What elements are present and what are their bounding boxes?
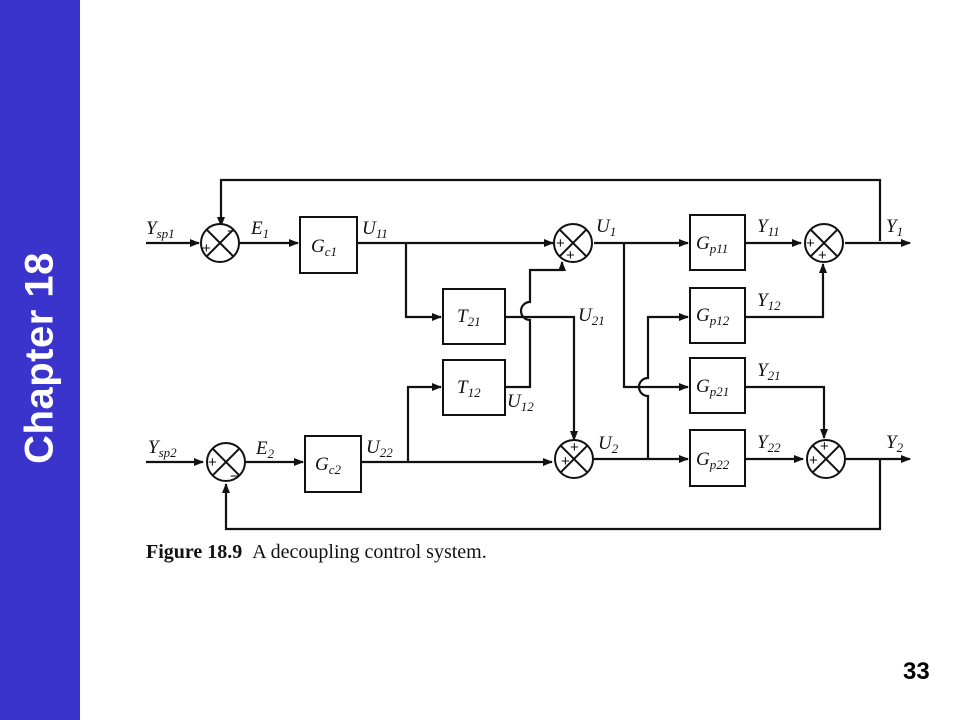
wire-y21	[745, 385, 828, 439]
blocks: Gc1 Gc2 T21 T12 Gp11 Gp12 Gp21 Gp22	[299, 214, 746, 493]
block-gc1: Gc1	[299, 216, 358, 274]
label-y2: Y2	[886, 432, 904, 455]
summing-u1: + +	[553, 223, 593, 264]
block-gp11: Gp11	[689, 214, 746, 271]
wire-y12	[745, 263, 827, 319]
label-y11: Y11	[757, 216, 780, 239]
sign-plus: +	[806, 235, 815, 252]
svg-text:T21: T21	[457, 306, 481, 329]
comparator-1: + −	[200, 223, 240, 263]
block-gc2-symbol: G	[315, 454, 329, 475]
sign-plus: +	[566, 247, 575, 264]
svg-text:Gc1: Gc1	[311, 236, 337, 259]
comparator-2: + −	[206, 442, 246, 485]
wire-to-t12	[406, 383, 442, 462]
wire-u2-to-gp12	[637, 313, 689, 459]
block-t21: T21	[442, 288, 506, 345]
svg-text:Gp22: Gp22	[696, 449, 730, 472]
label-e2: E2	[255, 438, 275, 461]
block-gp22-symbol: G	[696, 449, 710, 470]
block-gc2: Gc2	[304, 435, 362, 493]
wire-feedback-y1	[217, 178, 882, 241]
figure-caption-number: Figure 18.9	[146, 541, 243, 563]
block-t21-subscript: 21	[468, 314, 481, 329]
chapter-sidebar: Chapter 18	[0, 0, 80, 720]
sign-plus: +	[202, 240, 211, 257]
svg-text:Gp11: Gp11	[696, 233, 728, 256]
block-gp12-symbol: G	[696, 305, 710, 326]
sign-plus: +	[818, 247, 827, 264]
sign-plus: +	[820, 438, 829, 455]
label-u2: U2	[598, 433, 619, 456]
block-t12-subscript: 12	[468, 385, 482, 400]
wire-to-t21	[404, 243, 442, 321]
block-t12: T12	[442, 359, 506, 416]
sign-plus: +	[809, 452, 818, 469]
label-y12: Y12	[757, 290, 781, 313]
block-gc1-subscript: c1	[325, 244, 337, 259]
signal-labels: Ysp1 Ysp2 E1 E2 U11 U22 U1 U2 U21 U12 Y1…	[146, 216, 904, 461]
block-gp22-subscript: p22	[709, 457, 730, 472]
summing-y2: + +	[806, 438, 846, 479]
summing-u2: + +	[554, 439, 594, 479]
wire-u21	[505, 315, 578, 441]
figure-caption-text: A decoupling control system.	[252, 541, 487, 563]
label-u1: U1	[596, 216, 616, 239]
sign-minus: −	[227, 223, 236, 240]
svg-text:Gp21: Gp21	[696, 376, 729, 399]
label-u21: U21	[578, 305, 605, 328]
summing-junctions: + − + − + + + + + +	[200, 223, 846, 485]
block-gp12: Gp12	[689, 287, 746, 344]
block-gp21: Gp21	[689, 357, 746, 414]
svg-text:T12: T12	[457, 377, 481, 400]
figure-caption: Figure 18.9 A decoupling control system.	[146, 541, 487, 564]
block-gp11-subscript: p11	[709, 241, 729, 256]
label-ysp2: Ysp2	[148, 437, 177, 460]
label-y22: Y22	[757, 432, 781, 455]
page-number: 33	[903, 658, 930, 685]
sign-plus: +	[561, 453, 570, 470]
label-ysp1: Ysp1	[146, 218, 175, 241]
svg-text:Gp12: Gp12	[696, 305, 730, 328]
signal-wires	[146, 178, 911, 531]
label-y1: Y1	[886, 216, 903, 239]
label-u12: U12	[507, 391, 534, 414]
sign-minus: −	[230, 468, 239, 485]
block-gp21-symbol: G	[696, 376, 710, 397]
block-gc1-symbol: G	[311, 236, 325, 257]
block-gp12-subscript: p12	[709, 313, 730, 328]
label-u11: U11	[362, 218, 388, 241]
block-gp21-subscript: p21	[709, 384, 730, 399]
wire-u12	[505, 261, 566, 389]
block-gp11-symbol: G	[696, 233, 710, 254]
sign-plus: +	[570, 439, 579, 456]
label-e1: E1	[250, 218, 269, 241]
svg-text:Gc2: Gc2	[315, 454, 342, 477]
block-gc2-subscript: c2	[329, 462, 342, 477]
block-t21-symbol: T	[457, 306, 469, 327]
block-t12-symbol: T	[457, 377, 469, 398]
label-u22: U22	[366, 437, 393, 460]
sign-plus: +	[556, 235, 565, 252]
label-y21: Y21	[757, 360, 781, 383]
wire-u1-to-gp21	[622, 243, 689, 391]
wire-feedback-y2	[222, 459, 882, 531]
summing-y1: + +	[804, 223, 844, 264]
block-gp22: Gp22	[689, 429, 746, 487]
sign-plus: +	[208, 454, 217, 471]
